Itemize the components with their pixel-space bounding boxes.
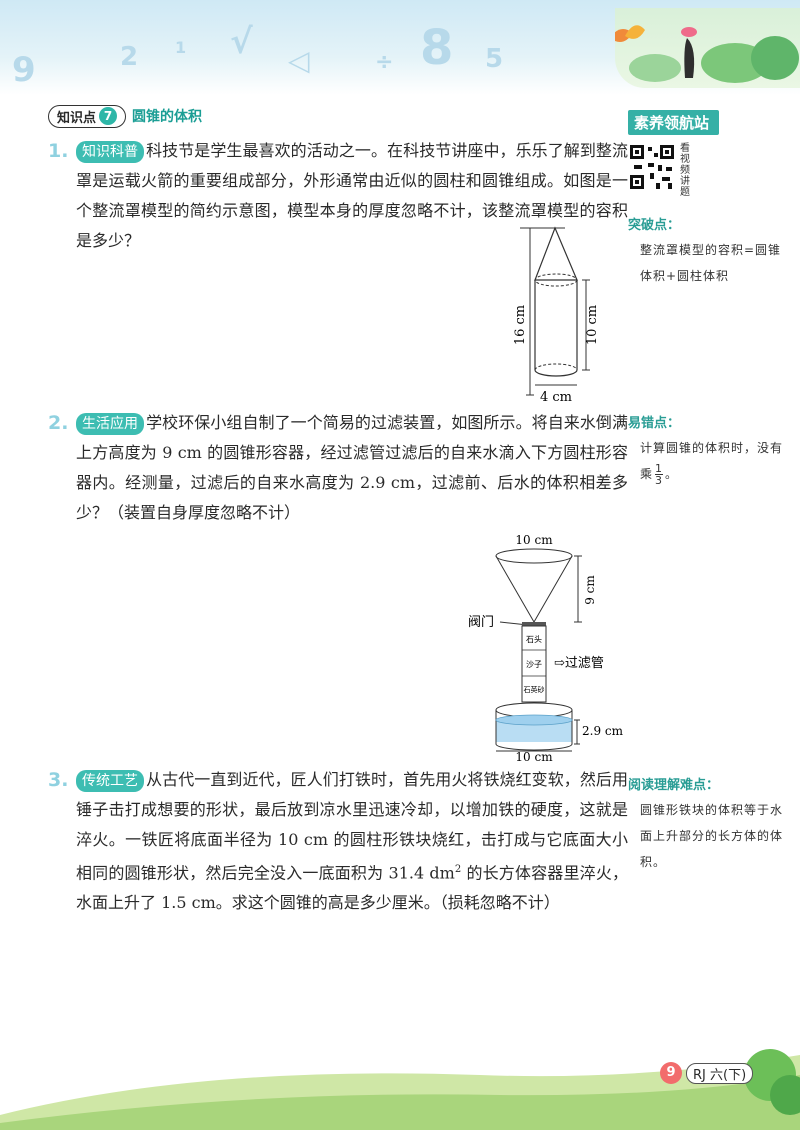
qr-caption: 看视频讲题 — [680, 143, 690, 198]
header-glyph: ÷ — [375, 50, 394, 75]
question-tag: 知识科普 — [76, 141, 144, 163]
question-number: 3. — [48, 769, 69, 791]
fairing-total-height-label: 16 cm — [513, 305, 528, 345]
page-indicator: 9 RJ 六(下) — [660, 1062, 754, 1084]
layer-sand-label: 沙子 — [526, 660, 542, 669]
filter-device-diagram: 10 cm 9 cm 阀门 石头 沙子 石英砂 ⇨过滤管 2.9 cm 10 c… — [468, 533, 624, 762]
note-heading: 阅读理解难点： — [628, 778, 720, 793]
knowledge-point-number: 7 — [99, 107, 118, 125]
sidebar-title-block: 素养领航站 — [628, 110, 788, 135]
knowledge-point-badge: 知识点 7 — [48, 104, 127, 128]
sidebar-note-3: 阅读理解难点： 圆锥形铁块的体积等于水面上升部分的长方体的体积。 — [628, 774, 788, 875]
butterfly-leaves-icon — [610, 25, 799, 83]
question-tag: 生活应用 — [76, 413, 144, 435]
question-number: 1. — [48, 140, 69, 162]
note-body: 整流罩模型的容积=圆锥体积+圆柱体积 — [640, 243, 782, 283]
question-2: 2. 生活应用学校环保小组自制了一个简易的过滤装置，如图所示。将自来水倒满上方高… — [48, 408, 628, 528]
layer-stone-label: 石头 — [526, 634, 542, 644]
question-body: 科技节是学生最喜欢的活动之一。在科技节讲座中，乐乐了解到整流罩是运载火箭的重要组… — [76, 141, 628, 250]
header-decoration — [610, 8, 800, 88]
knowledge-point-label: 知识点 — [57, 110, 97, 126]
footer-hill — [0, 1049, 800, 1130]
sidebar-note-1: 突破点： 整流罩模型的容积=圆锥体积+圆柱体积 — [628, 214, 788, 289]
header-glyph: 1 — [175, 38, 187, 57]
question-number: 2. — [48, 412, 69, 434]
question-body: 从古代一直到近代，匠人们打铁时，首先用火将铁烧红变软，然后用锤子击打成想要的形状… — [76, 770, 628, 883]
bottom-diameter-label: 10 cm — [515, 750, 553, 762]
note-body-text: 计算圆锥的体积时，没有乘 — [640, 441, 784, 481]
unit-superscript: 2 — [454, 864, 462, 875]
fairing-diagram: 16 cm 10 cm 4 cm — [513, 226, 600, 405]
knowledge-point-name: 圆锥的体积 — [132, 109, 203, 125]
note-body: 圆锥形铁块的体积等于水面上升部分的长方体的体积。 — [640, 803, 784, 869]
question-body-continued: 的长方体容器里淬火，水面上升了 1.5 cm。求这个圆锥的高是多少厘米。（损耗忽… — [76, 863, 628, 913]
layer-quartz-label: 石英砂 — [524, 685, 545, 694]
sidebar-title: 素养领航站 — [628, 110, 720, 135]
qr-code-icon[interactable] — [628, 143, 676, 191]
valve-label: 阀门 — [468, 615, 494, 630]
fraction-numerator: 1 — [655, 462, 664, 475]
header-glyph: 2 — [120, 42, 139, 72]
header-glyph: 8 — [420, 20, 454, 76]
header-glyph: 9 — [12, 50, 36, 90]
header-glyph: 5 — [485, 44, 504, 74]
note-heading: 易错点： — [628, 416, 681, 431]
header-glyph: √ — [230, 22, 253, 62]
fairing-cylinder-height-label: 10 cm — [585, 305, 600, 345]
page-number: 9 — [660, 1062, 682, 1084]
question-3: 3. 传统工艺从古代一直到近代，匠人们打铁时，首先用火将铁烧红变软，然后用锤子击… — [48, 765, 628, 918]
knowledge-point-title: 知识点 7 圆锥的体积 — [48, 104, 202, 128]
question-body: 学校环保小组自制了一个简易的过滤装置，如图所示。将自来水倒满上方高度为 9 cm… — [76, 413, 628, 522]
header-glyph: ◁ — [288, 44, 310, 77]
fairing-diameter-label: 4 cm — [540, 390, 572, 405]
note-body-end: 。 — [665, 467, 679, 481]
question-1: 1. 知识科普科技节是学生最喜欢的活动之一。在科技节讲座中，乐乐了解到整流罩是运… — [48, 136, 628, 256]
top-diameter-label: 10 cm — [515, 533, 553, 547]
qr-block: 看视频讲题 — [628, 143, 788, 198]
cone-height-label: 9 cm — [583, 575, 597, 605]
filter-pipe-label: ⇨过滤管 — [554, 656, 604, 671]
question-tag: 传统工艺 — [76, 770, 144, 792]
note-heading: 突破点： — [628, 218, 681, 233]
water-height-label: 2.9 cm — [582, 724, 624, 738]
question-text: 传统工艺从古代一直到近代，匠人们打铁时，首先用火将铁烧红变软，然后用锤子击打成想… — [76, 765, 628, 918]
question-text: 生活应用学校环保小组自制了一个简易的过滤装置，如图所示。将自来水倒满上方高度为 … — [76, 408, 628, 528]
fraction-denominator: 3 — [655, 474, 664, 487]
grade-label: RJ 六(下) — [686, 1062, 754, 1084]
question-text: 知识科普科技节是学生最喜欢的活动之一。在科技节讲座中，乐乐了解到整流罩是运载火箭… — [76, 136, 628, 256]
